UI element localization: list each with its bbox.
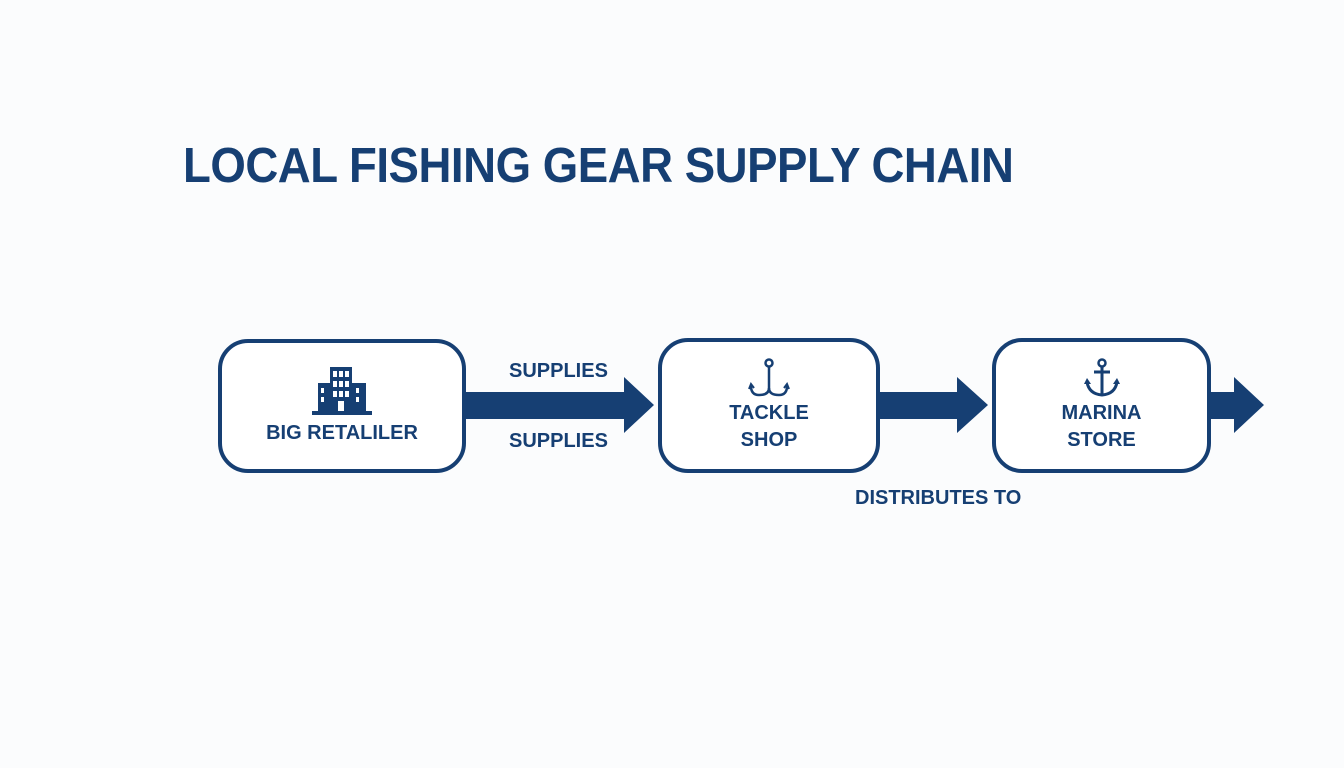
edge-label-supplies: SUPPLIES [509, 430, 608, 452]
building-icon [312, 367, 372, 415]
node-tackle-shop: TACKLE SHOP [658, 338, 880, 473]
anchor-icon [1083, 357, 1120, 397]
node-label: BIG RETALILER [266, 422, 418, 444]
fishing-hook-icon [748, 357, 790, 396]
node-marina-store: MARINA STORE [992, 338, 1211, 473]
node-label: TACKLE SHOP [729, 401, 809, 451]
node-label: MARINA STORE [1061, 401, 1142, 451]
edge-label-distributes-to: DISTRIBUTES TO [855, 487, 1022, 509]
arrow-retailer-to-tackle [462, 377, 654, 433]
node-big-retailer: BIG RETALILER [218, 339, 466, 473]
arrow-tackle-to-marina [876, 377, 988, 433]
diagram-title: LOCAL FISHING GEAR SUPPLY CHAIN [183, 139, 1014, 193]
arrow-marina-outgoing [1207, 377, 1264, 433]
edge-label-supplies: SUPPLIES [509, 360, 608, 382]
